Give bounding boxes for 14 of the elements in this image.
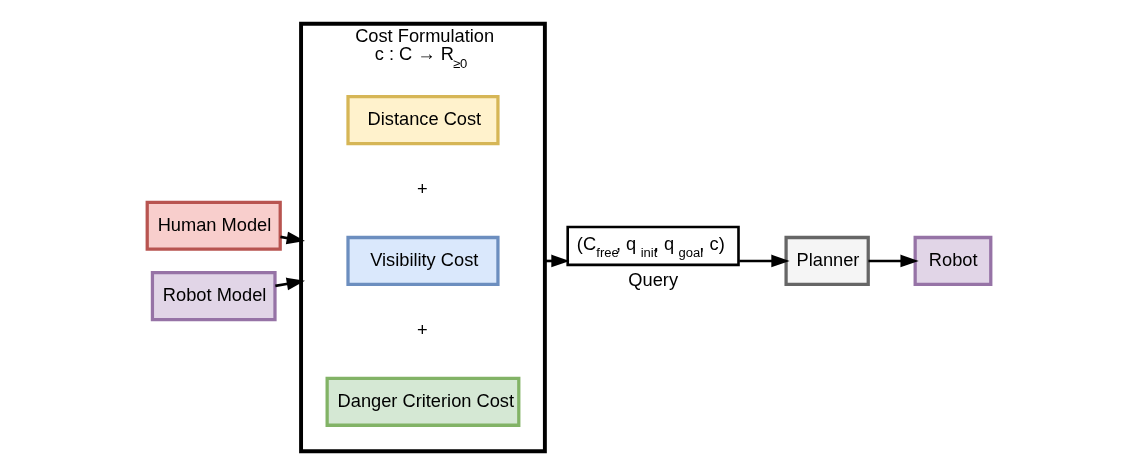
- node-box: Visibility Cost: [346, 235, 500, 287]
- label: +: [417, 319, 428, 341]
- node-box: Planner: [784, 235, 870, 287]
- node-box: Robot: [913, 235, 993, 287]
- node-box: Human Model: [145, 200, 282, 251]
- node-box: Danger Criterion Cost: [325, 376, 521, 427]
- node-box: Distance Cost: [346, 95, 500, 146]
- node-label: Query: [628, 269, 679, 290]
- arrow: [275, 277, 305, 291]
- node-box: Robot Model: [150, 271, 277, 322]
- arrow: [739, 254, 790, 268]
- arrow: [868, 254, 919, 268]
- arrow: [280, 231, 305, 245]
- label: +: [417, 178, 428, 200]
